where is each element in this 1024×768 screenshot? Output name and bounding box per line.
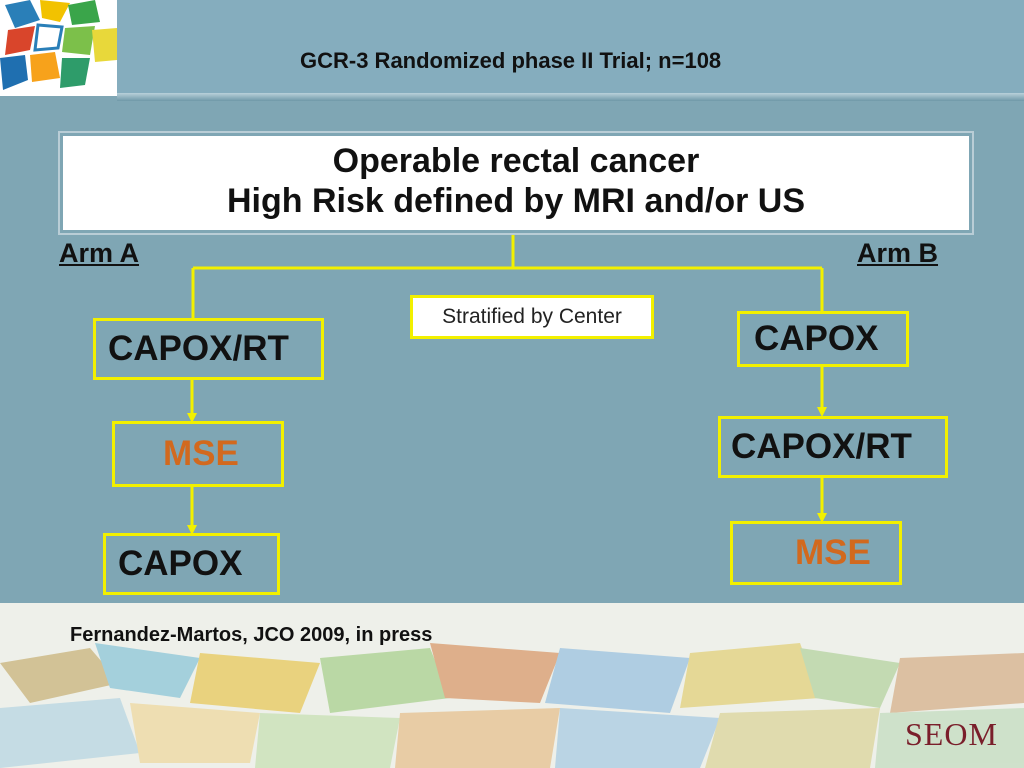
arm-b-step-2: CAPOX/RT [718, 416, 948, 478]
arm-a-step-3: CAPOX [103, 533, 280, 595]
header-band [0, 0, 1024, 96]
mosaic-footer-image [0, 603, 1024, 768]
seom-logo-text: SEOM [905, 716, 998, 752]
arm-a-step-1: CAPOX/RT [93, 318, 324, 380]
header-divider [117, 93, 1024, 101]
arm-a-step-2: MSE [112, 421, 284, 487]
criteria-line-2: High Risk defined by MRI and/or US [226, 182, 806, 220]
criteria-line-1: Operable rectal cancer [332, 142, 700, 180]
inclusion-criteria-box: Operable rectal cancer High Risk defined… [58, 131, 974, 235]
slide-title: GCR-3 Randomized phase II Trial; n=108 [300, 48, 722, 73]
arm-a-label: Arm A [59, 238, 140, 268]
mosaic-logo-image [0, 0, 117, 96]
arm-b-label: Arm B [857, 238, 939, 268]
stratification-box: Stratified by Center [410, 295, 654, 339]
citation-text: Fernandez-Martos, JCO 2009, in press [70, 624, 433, 646]
arm-b-step-3: MSE [730, 521, 902, 585]
arm-b-step-1: CAPOX [737, 311, 909, 367]
